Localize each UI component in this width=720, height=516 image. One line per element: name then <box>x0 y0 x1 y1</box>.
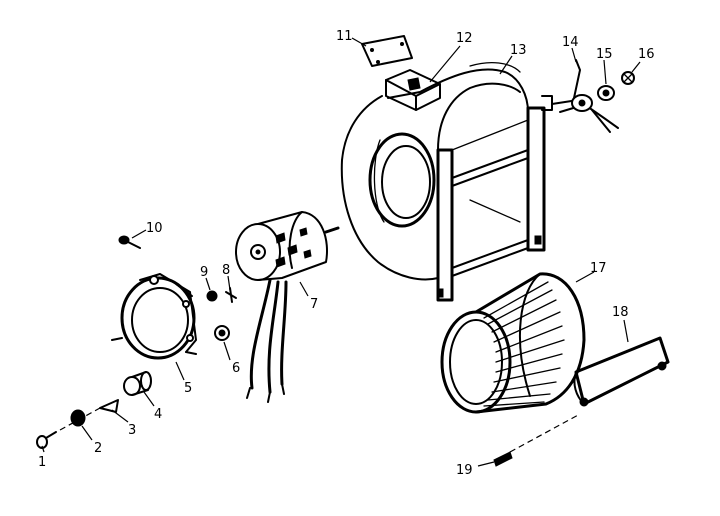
callout-8: 8 <box>222 263 230 278</box>
blower-wheel <box>440 272 586 414</box>
callout-15: 15 <box>596 47 613 62</box>
callout-3: 3 <box>128 423 136 438</box>
screw-10 <box>118 235 141 249</box>
motor-bracket <box>551 59 619 133</box>
callout-16: 16 <box>638 47 655 62</box>
callout-6: 6 <box>232 361 240 376</box>
screw-19 <box>493 451 513 467</box>
cover-plate <box>361 35 413 67</box>
callout-12: 12 <box>456 31 473 46</box>
clip-3 <box>99 399 119 413</box>
washer-2 <box>70 409 86 427</box>
grommet-15 <box>597 85 615 101</box>
leader-lines <box>41 37 641 467</box>
sleeve-4 <box>123 371 152 396</box>
junction-box <box>385 69 441 111</box>
callout-7: 7 <box>310 297 318 312</box>
assembly-axis-right <box>509 413 581 453</box>
callout-5: 5 <box>184 381 192 396</box>
washer-9 <box>206 290 218 302</box>
callout-10: 10 <box>146 221 163 236</box>
assembly-axis-left <box>59 407 101 431</box>
blower-motor <box>235 211 340 403</box>
grommet-6 <box>214 325 230 341</box>
callout-19: 19 <box>456 463 473 478</box>
callout-2: 2 <box>94 441 102 456</box>
callout-1: 1 <box>38 455 46 470</box>
callout-numbers: 1 2 3 4 5 6 7 8 9 10 11 12 13 14 15 16 1… <box>38 29 655 478</box>
motor-mount-ring <box>111 273 197 360</box>
nut-16 <box>621 71 635 85</box>
callout-9: 9 <box>200 265 208 280</box>
screw-1 <box>36 431 57 449</box>
callout-17: 17 <box>590 261 607 276</box>
callout-4: 4 <box>154 407 162 422</box>
callout-14: 14 <box>562 35 579 50</box>
nut-8 <box>225 287 237 303</box>
callout-11: 11 <box>336 29 353 44</box>
cutoff-plate <box>573 336 670 407</box>
callout-18: 18 <box>612 305 629 320</box>
blower-housing <box>340 61 553 302</box>
callout-13: 13 <box>510 43 527 58</box>
